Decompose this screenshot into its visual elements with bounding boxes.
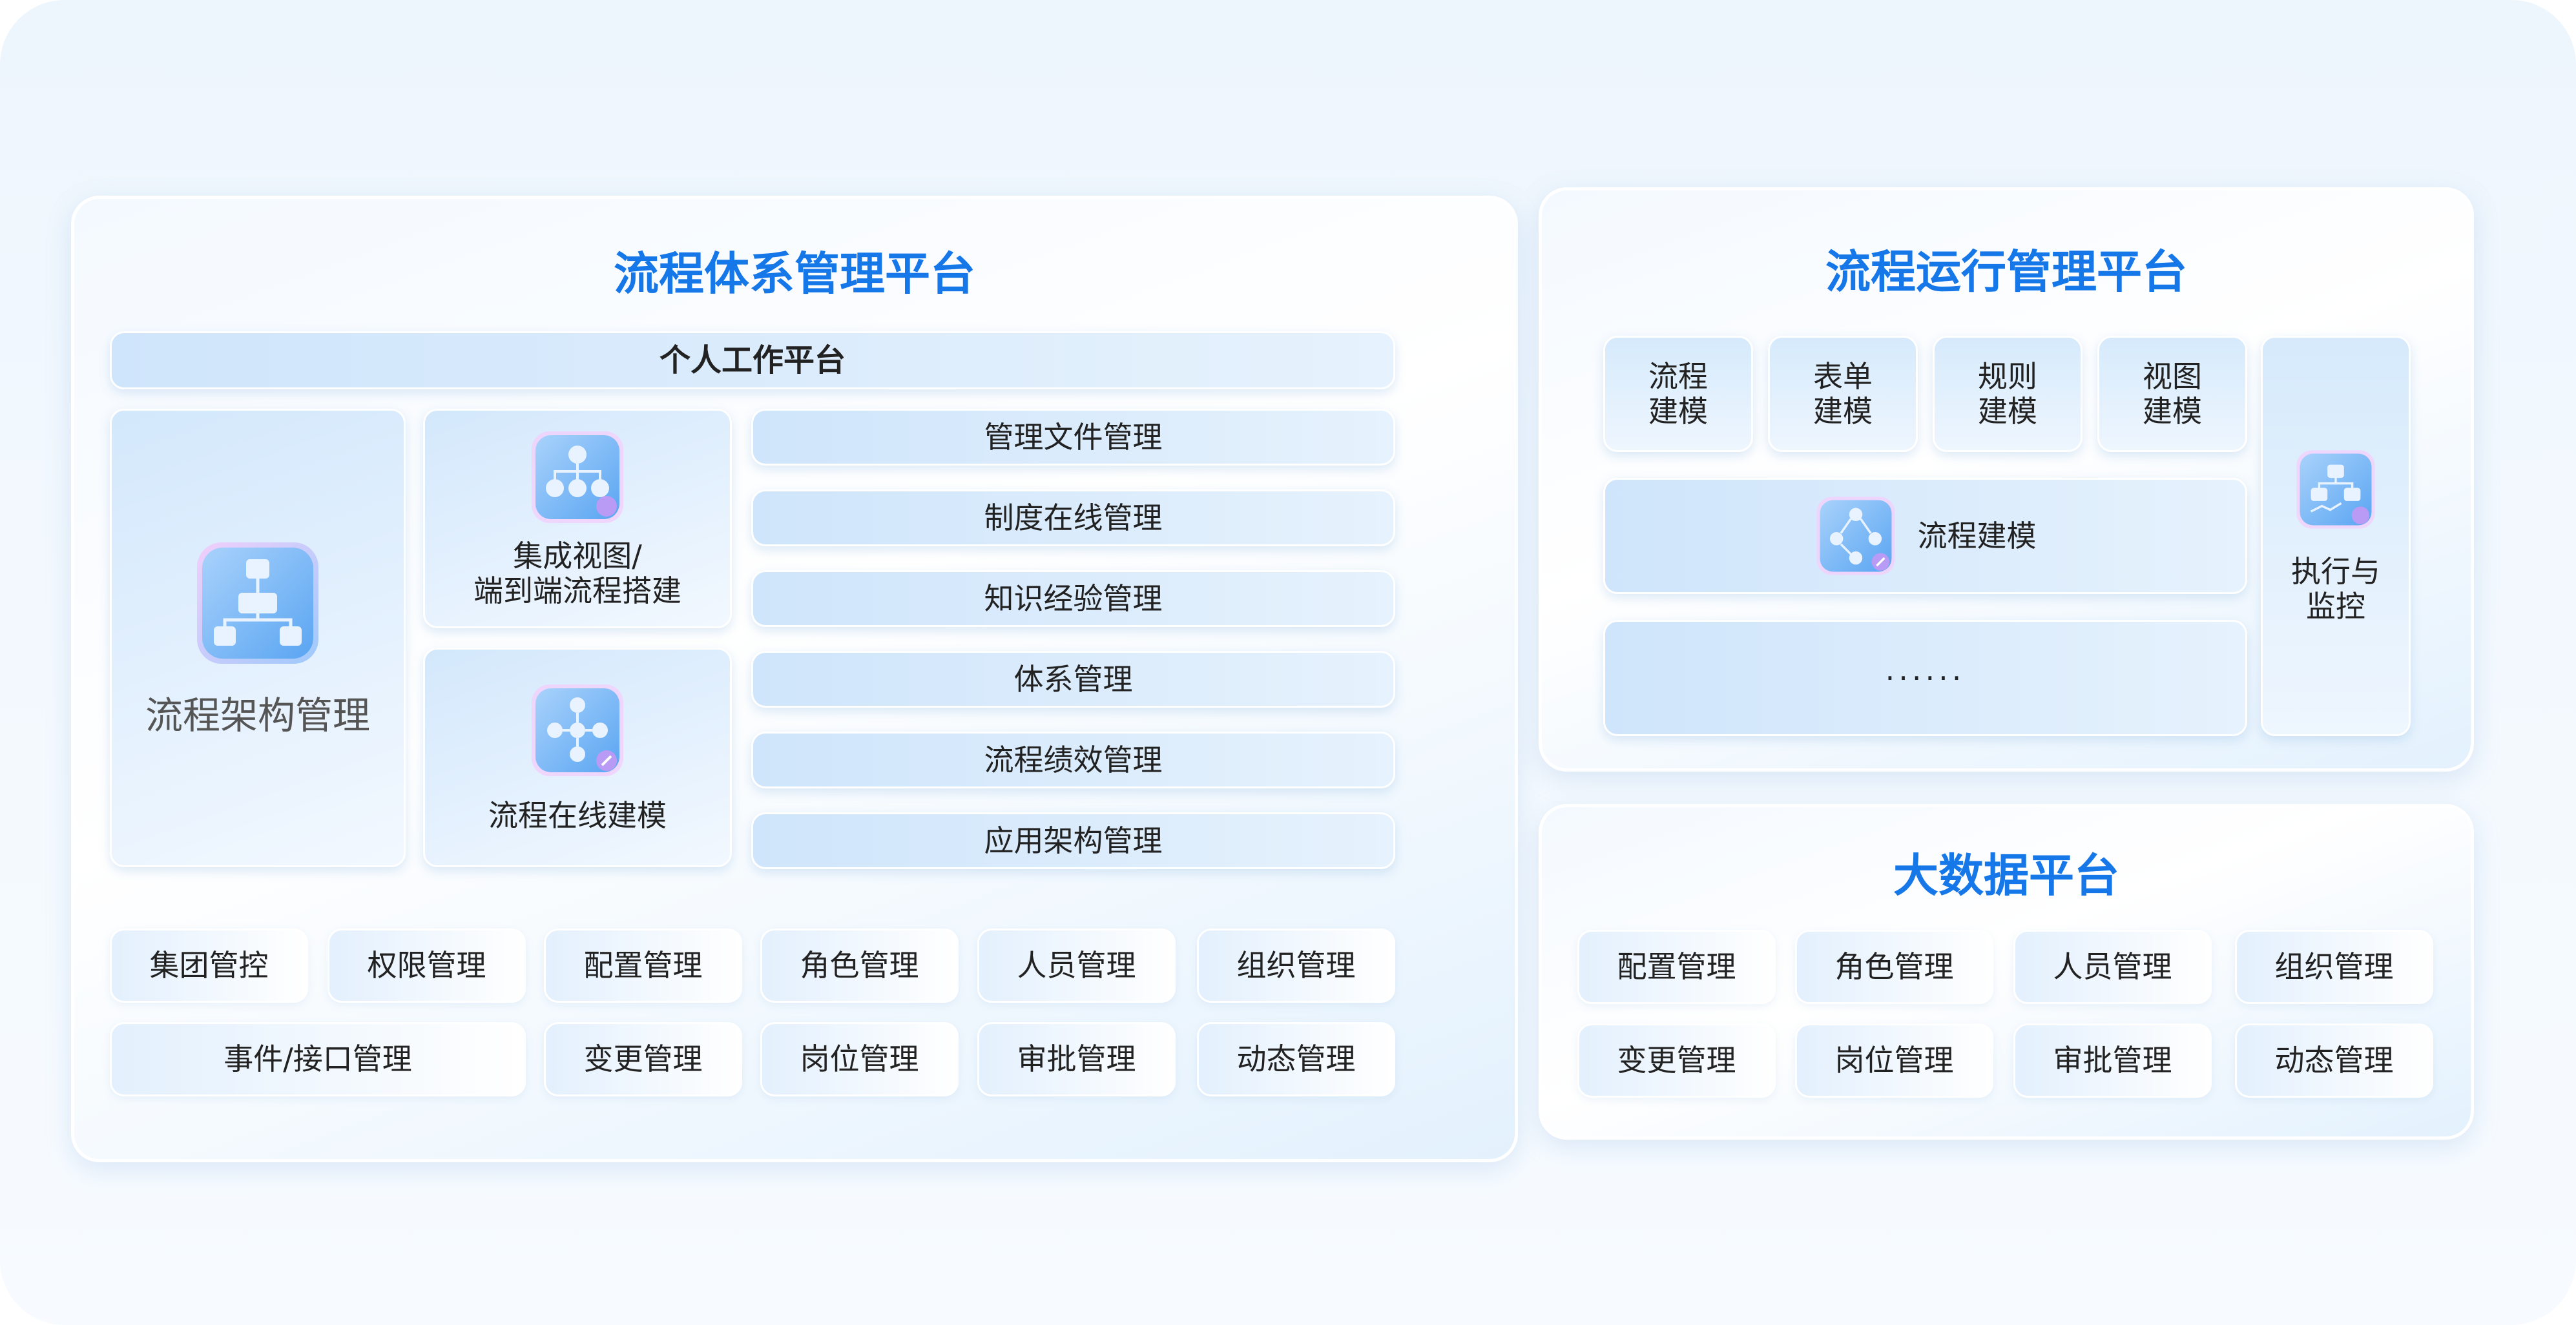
network-edit-icon (529, 682, 626, 779)
online-modeling-label: 流程在线建模 (488, 797, 667, 833)
more-bar[interactable]: ······ (1603, 620, 2247, 736)
panel-title: 流程运行管理平台 (1825, 245, 2187, 298)
module-label: 审批管理 (2053, 1043, 2172, 1078)
module-label: 人员管理 (2053, 949, 2172, 985)
module-button[interactable]: 审批管理 (977, 1022, 1176, 1096)
module-button[interactable]: 动态管理 (2235, 1023, 2433, 1098)
module-button[interactable]: 权限管理 (327, 929, 526, 1003)
module-button[interactable]: 角色管理 (760, 929, 959, 1003)
modeling-tile-label: 表单 建模 (1813, 358, 1873, 429)
bigdata-panel: 大数据平台 配置管理 角色管理 人员管理 组织管理 变更管理 岗位管理 审批管理… (1539, 804, 2474, 1140)
module-button[interactable]: 集团管控 (110, 929, 308, 1003)
module-button[interactable]: 审批管理 (2013, 1023, 2212, 1098)
module-label: 岗位管理 (1834, 1043, 1954, 1078)
panel-title: 大数据平台 (1893, 849, 2119, 902)
panel-title: 流程体系管理平台 (614, 247, 975, 300)
modeling-tile[interactable]: 流程 建模 (1603, 336, 1753, 452)
module-label: 集团管控 (149, 948, 269, 983)
module-button[interactable]: 角色管理 (1795, 930, 1993, 1004)
module-button[interactable]: 组织管理 (1197, 929, 1395, 1003)
module-button[interactable]: 配置管理 (1577, 930, 1776, 1004)
list-item-label: 管理文件管理 (984, 419, 1163, 455)
org-chart-icon (193, 539, 322, 668)
modeling-tile[interactable]: 视图 建模 (2097, 336, 2247, 452)
list-item-label: 体系管理 (1013, 661, 1133, 697)
module-label: 动态管理 (2274, 1043, 2394, 1078)
list-item[interactable]: 流程绩效管理 (751, 732, 1395, 788)
module-label: 变更管理 (583, 1042, 703, 1077)
list-item-label: 应用架构管理 (984, 823, 1163, 858)
list-item-label: 制度在线管理 (984, 500, 1163, 535)
module-label: 组织管理 (1236, 948, 1356, 983)
execute-monitor-tile[interactable]: 执行与 监控 (2261, 336, 2411, 736)
modeling-tile-label: 规则 建模 (1978, 358, 2037, 429)
list-item[interactable]: 应用架构管理 (751, 812, 1395, 869)
module-label: 事件/接口管理 (223, 1042, 412, 1077)
module-label: 审批管理 (1017, 1042, 1136, 1077)
module-label: 组织管理 (2274, 949, 2394, 985)
modeling-tile[interactable]: 表单 建模 (1768, 336, 1918, 452)
process-modeling-label: 流程建模 (1917, 518, 2037, 553)
ellipsis-label: ······ (1885, 660, 1966, 695)
dashboard-icon (2294, 448, 2377, 531)
module-button[interactable]: 变更管理 (1577, 1023, 1776, 1098)
module-button[interactable]: 岗位管理 (1795, 1023, 1993, 1098)
integrated-view-card[interactable]: 集成视图/ 端到端流程搭建 (423, 409, 732, 628)
module-button[interactable]: 岗位管理 (760, 1022, 959, 1096)
module-label: 权限管理 (367, 948, 486, 983)
integrated-view-label: 集成视图/ 端到端流程搭建 (473, 538, 681, 608)
modeling-tile[interactable]: 规则 建模 (1933, 336, 2083, 452)
list-item[interactable]: 知识经验管理 (751, 570, 1395, 627)
module-button[interactable]: 人员管理 (977, 929, 1176, 1003)
module-label: 角色管理 (800, 948, 919, 983)
hierarchy-icon (529, 429, 626, 526)
architecture-label: 流程架构管理 (145, 693, 370, 737)
execute-monitor-label: 执行与 监控 (2291, 553, 2380, 624)
module-label: 角色管理 (1834, 949, 1954, 985)
list-item-label: 流程绩效管理 (984, 742, 1163, 777)
module-button[interactable]: 动态管理 (1197, 1022, 1395, 1096)
online-modeling-card[interactable]: 流程在线建模 (423, 648, 732, 867)
modeling-tile-label: 视图 建模 (2143, 358, 2202, 429)
modeling-tile-label: 流程 建模 (1648, 358, 1708, 429)
module-label: 动态管理 (1236, 1042, 1356, 1077)
module-button[interactable]: 配置管理 (544, 929, 742, 1003)
module-label: 配置管理 (1617, 949, 1736, 985)
module-label: 人员管理 (1017, 948, 1136, 983)
module-label: 变更管理 (1617, 1043, 1736, 1078)
module-button[interactable]: 人员管理 (2013, 930, 2212, 1004)
list-item[interactable]: 制度在线管理 (751, 489, 1395, 546)
architecture-card[interactable]: 流程架构管理 (110, 409, 406, 867)
module-label: 配置管理 (583, 948, 703, 983)
flow-edit-icon (1814, 495, 1897, 577)
module-button[interactable]: 事件/接口管理 (110, 1022, 526, 1096)
personal-workspace-bar[interactable]: 个人工作平台 (110, 331, 1395, 389)
process-runtime-panel: 流程运行管理平台 流程 建模 表单 建模 规则 建模 视图 建模 (1539, 187, 2474, 772)
list-item-label: 知识经验管理 (984, 580, 1163, 616)
process-modeling-bar[interactable]: 流程建模 (1603, 478, 2247, 594)
process-system-panel: 流程体系管理平台 个人工作平台 (71, 196, 1518, 1162)
module-button[interactable]: 组织管理 (2235, 930, 2433, 1004)
list-item[interactable]: 管理文件管理 (751, 409, 1395, 466)
list-item[interactable]: 体系管理 (751, 651, 1395, 708)
module-label: 岗位管理 (800, 1042, 919, 1077)
personal-workspace-label: 个人工作平台 (659, 342, 846, 378)
module-button[interactable]: 变更管理 (544, 1022, 742, 1096)
